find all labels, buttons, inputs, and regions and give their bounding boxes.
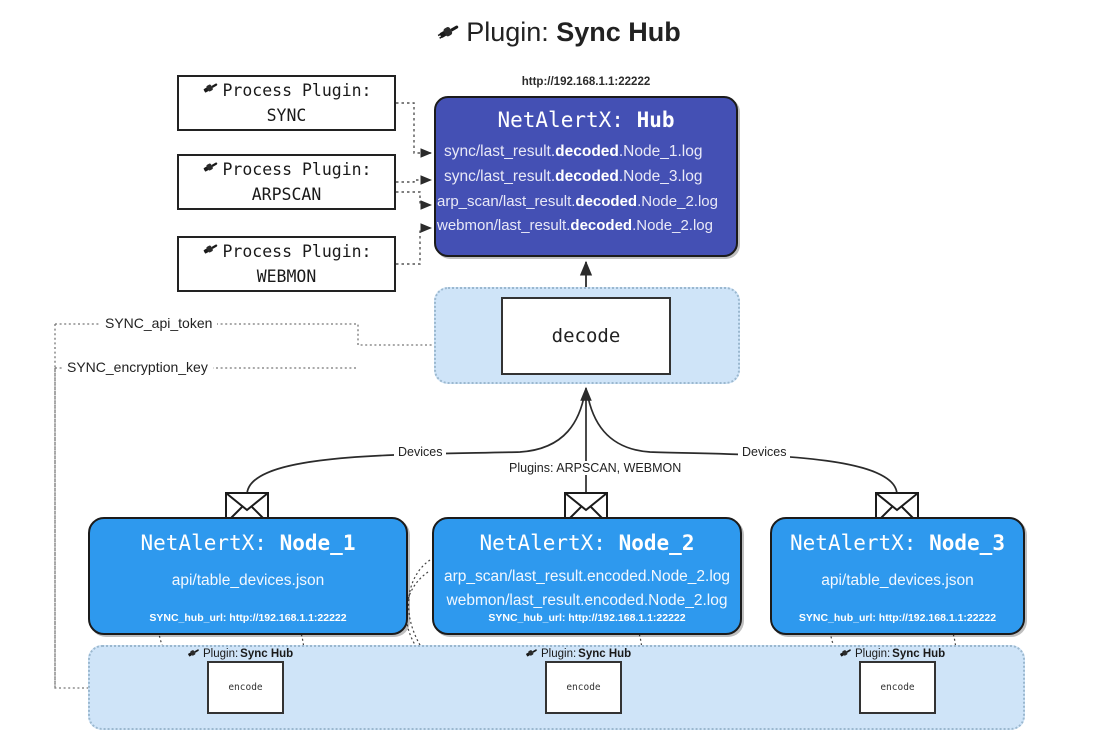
plugin-tag-name: Sync Hub [578,648,632,660]
node-title-prefix: NetAlertX: [479,531,606,555]
node-title-prefix: NetAlertX: [790,531,917,555]
plugin-tag-prefix: Plugin: [541,648,577,660]
plugin-tag-name: Sync Hub [892,648,946,660]
process-plugin-label: Process Plugin: [222,160,372,180]
hub-log-line: sync/last_result.decoded.Node_1.log [444,143,703,160]
plugin-tag-prefix: Plugin: [855,648,891,660]
node-box-node2[interactable]: NetAlertX: Node_2 arp_scan/last_result.e… [432,517,742,635]
plugin-tag-prefix: Plugin: [203,648,239,660]
plug-icon [838,645,853,663]
page-title: Plugin: Sync Hub [0,16,1117,51]
process-plugin-label: Process Plugin: [222,242,372,262]
node-line: webmon/last_result.encoded.Node_2.log [446,592,728,610]
decode-box[interactable]: decode [501,297,671,375]
process-plugin-box-sync[interactable]: Process Plugin: SYNC [177,75,396,131]
node-line: api/table_devices.json [821,572,974,589]
hub-title-prefix: NetAlertX: [497,108,624,132]
node-line-list: arp_scan/last_result.encoded.Node_2.log … [434,565,740,613]
node-title: NetAlertX: Node_2 [434,531,740,555]
plugin-tag-node2: Plugin: Sync Hub [524,645,631,663]
hub-box[interactable]: NetAlertX: Hub sync/last_result.decoded.… [434,96,738,257]
node-footer: SYNC_hub_url: http://192.168.1.1:22222 [149,612,347,624]
hub-log-line: arp_scan/last_result.decoded.Node_2.log [437,192,718,210]
node-footer: SYNC_hub_url: http://192.168.1.1:22222 [488,612,686,624]
plug-icon [186,645,201,663]
process-plugin-name: SYNC [266,106,307,125]
plug-icon [524,645,539,663]
process-plugin-label: Process Plugin: [222,81,372,101]
edge-label-devices-left: Devices [394,445,447,459]
node-title-name: Node_2 [618,531,695,555]
node-title-name: Node_3 [929,531,1005,555]
title-name: Sync Hub [556,17,681,47]
process-plugin-box-arpscan[interactable]: Process Plugin: ARPSCAN [177,154,396,210]
encode-box-node2[interactable]: encode [545,661,622,714]
node-title-prefix: NetAlertX: [140,531,267,555]
hub-title: NetAlertX: Hub [436,108,736,132]
node-box-node1[interactable]: NetAlertX: Node_1 api/table_devices.json… [88,517,408,635]
process-plugin-name: WEBMON [256,267,317,286]
node-title: NetAlertX: Node_3 [772,531,1023,555]
encode-box-node3[interactable]: encode [859,661,936,714]
node-box-node3[interactable]: NetAlertX: Node_3 api/table_devices.json… [770,517,1025,635]
plugin-tag-node3: Plugin: Sync Hub [838,645,945,663]
plugin-tag-node1: Plugin: Sync Hub [186,645,293,663]
plug-icon [201,78,220,104]
plug-icon [436,18,462,51]
secret-label-api-token: SYNC_api_token [100,315,218,331]
secret-label-encryption-key: SYNC_encryption_key [62,359,213,375]
hub-title-name: Hub [636,108,675,132]
node-line-list: api/table_devices.json [90,569,406,593]
plug-icon [201,157,220,183]
process-plugin-box-webmon[interactable]: Process Plugin: WEBMON [177,236,396,292]
hub-url: http://192.168.1.1:22222 [521,76,651,88]
plugin-tag-name: Sync Hub [240,648,294,660]
encode-box-node1[interactable]: encode [207,661,284,714]
node-title-name: Node_1 [279,531,356,555]
node-title: NetAlertX: Node_1 [90,531,406,555]
node-line: arp_scan/last_result.encoded.Node_2.log [443,568,731,585]
process-plugin-name: ARPSCAN [251,185,322,204]
plug-icon [201,239,220,265]
node-footer: SYNC_hub_url: http://192.168.1.1:22222 [798,612,997,624]
edge-label-plugins-center: Plugins: ARPSCAN, WEBMON [505,461,686,475]
edge-label-devices-right: Devices [738,445,791,459]
hub-log-line: sync/last_result.decoded.Node_3.log [444,168,703,186]
hub-log-line: webmon/last_result.decoded.Node_2.log [437,216,713,234]
title-prefix: Plugin: [466,17,549,47]
hub-log-list: sync/last_result.decoded.Node_1.log sync… [436,139,736,238]
node-line: api/table_devices.json [171,572,325,589]
node-line-list: api/table_devices.json [772,569,1023,593]
